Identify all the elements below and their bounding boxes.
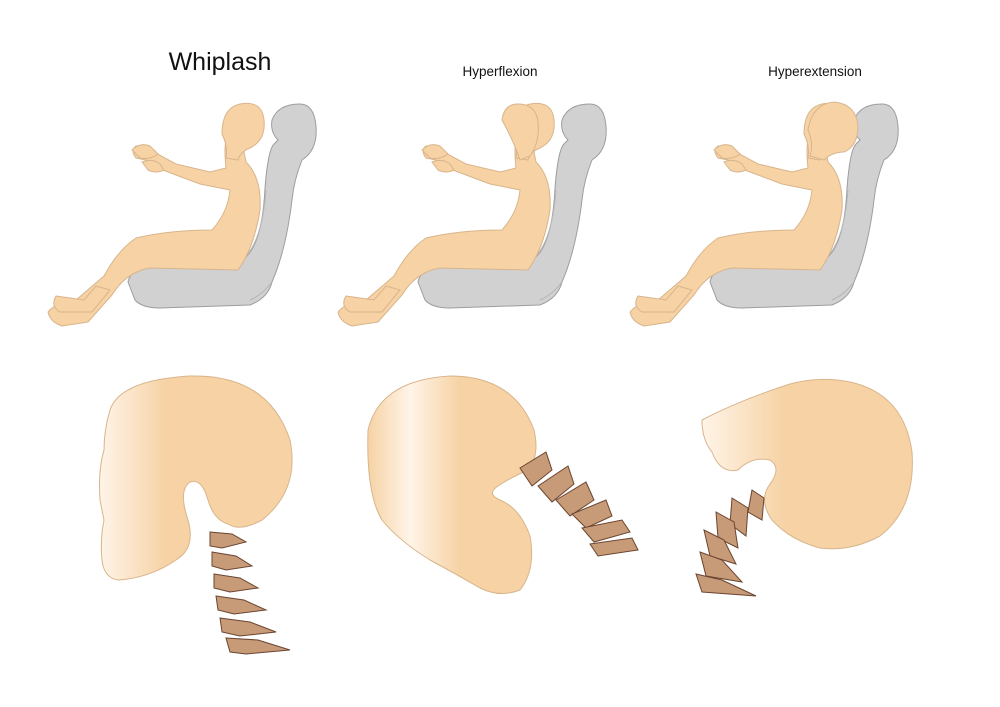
whiplash-seated-figure xyxy=(47,102,317,327)
cervical-vertebrae xyxy=(519,451,639,557)
hyperflexion-skull-neck xyxy=(367,375,639,594)
hyperextension-seated-figure xyxy=(629,101,899,327)
skull-icon xyxy=(99,375,293,581)
hyperextension-skull-neck xyxy=(695,378,913,597)
cervical-vertebrae xyxy=(695,489,765,597)
title-whiplash: Whiplash xyxy=(168,48,272,76)
cervical-vertebrae xyxy=(209,531,291,655)
title-hyperextension: Hyperextension xyxy=(768,64,862,79)
title-hyperflexion: Hyperflexion xyxy=(462,64,538,79)
skull-icon xyxy=(367,375,537,594)
skull-icon xyxy=(701,378,913,550)
hyperflexion-seated-figure xyxy=(337,102,607,327)
whiplash-skull-neck xyxy=(99,375,293,655)
